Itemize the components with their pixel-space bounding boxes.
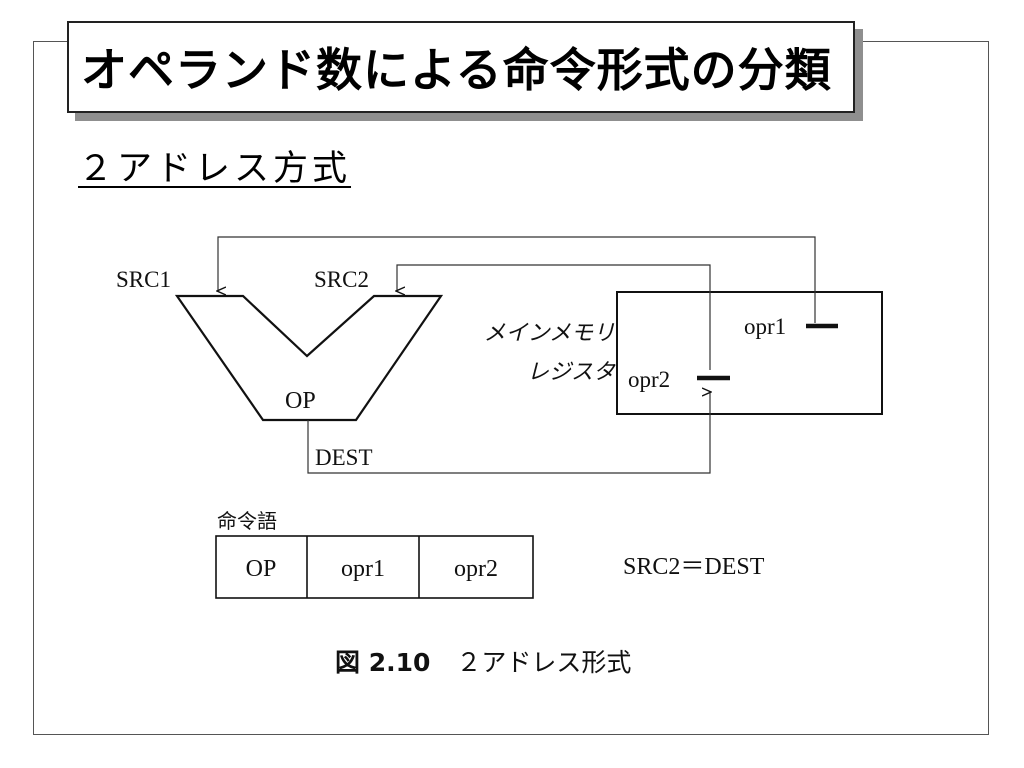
wire-opr2-to-src2 (397, 264, 711, 370)
main-memory-label: メインメモリ (484, 321, 615, 346)
memory-register-box (616, 291, 883, 415)
src1-label: SRC1 (116, 267, 171, 292)
opr2-label: opr2 (628, 367, 670, 392)
wire-dest-to-opr2 (307, 392, 710, 474)
equation-label: SRC2＝DEST (623, 554, 765, 580)
alu-shape (174, 294, 444, 422)
instruction-field-op: OP (246, 556, 277, 582)
slide-subtitle: ２アドレス方式 (78, 149, 352, 189)
figure-caption-text: ２アドレス形式 (456, 648, 631, 677)
instruction-field-opr1: opr1 (341, 556, 385, 582)
instruction-word-box (215, 535, 534, 599)
dest-label: DEST (315, 445, 373, 470)
register-label: レジスタ (527, 360, 616, 385)
src2-label: SRC2 (314, 267, 369, 292)
instruction-word-label: 命令語 (217, 509, 277, 533)
slide-title: オペランド数による命令形式の分類 (81, 43, 832, 97)
wire-opr1-to-src1 (218, 236, 816, 323)
op-label: OP (285, 388, 316, 414)
title-box: オペランド数による命令形式の分類 (67, 21, 855, 113)
figure-number: 図 2.10 (335, 648, 430, 677)
opr1-label: opr1 (744, 314, 786, 339)
figure-caption: 図 2.10 ２アドレス形式 (335, 648, 631, 677)
instruction-field-opr2: opr2 (454, 556, 498, 582)
